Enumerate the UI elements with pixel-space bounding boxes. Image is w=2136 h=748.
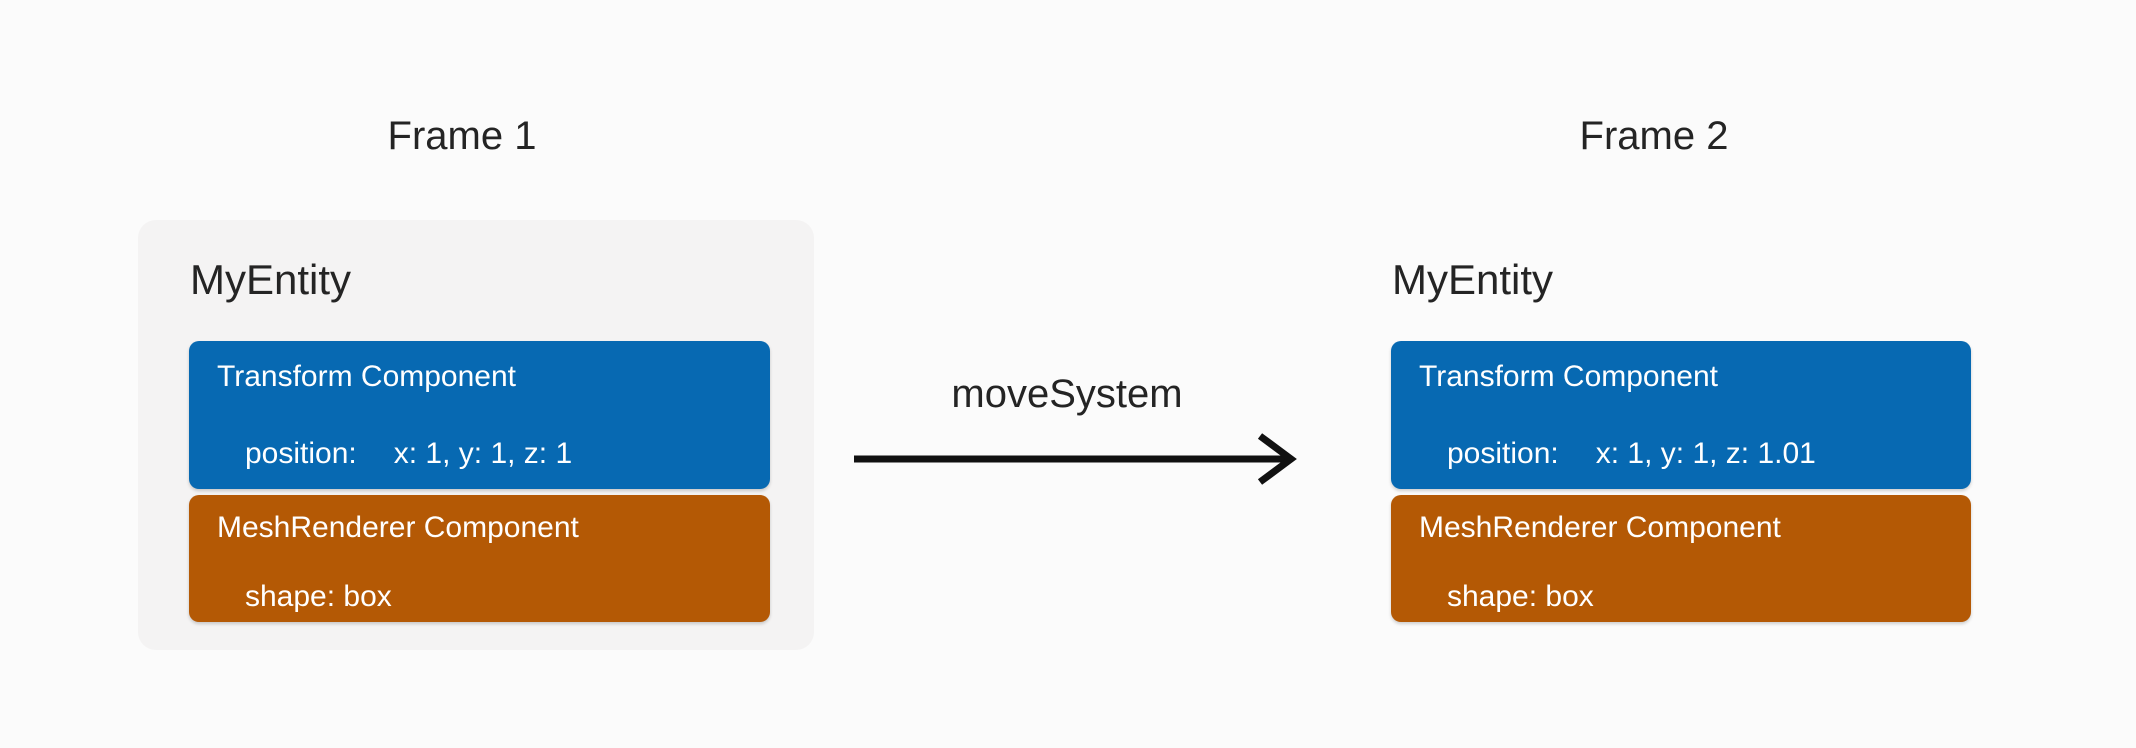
frame-2-meshrenderer-component-box: MeshRenderer Component shape: box	[1391, 495, 1971, 622]
component-title: MeshRenderer Component	[1419, 511, 1781, 544]
component-property: shape: box	[245, 578, 750, 616]
property-label: shape: box	[1447, 580, 1594, 613]
component-title: Transform Component	[1419, 360, 1719, 393]
property-label: position:	[1447, 437, 1559, 470]
component-property: position: x: 1, y: 1, z: 1.01	[1447, 435, 1951, 473]
component-property: shape: box	[1447, 578, 1951, 616]
frame-1-title: Frame 1	[387, 114, 537, 158]
component-title: MeshRenderer Component	[217, 511, 579, 544]
property-label: shape: box	[245, 580, 392, 613]
frame-2-transform-component-box: Transform Component position: x: 1, y: 1,…	[1391, 341, 1971, 489]
frame-2-title: Frame 2	[1579, 114, 1729, 158]
right-arrow-icon	[854, 433, 1297, 485]
frame-1-meshrenderer-component-box: MeshRenderer Component shape: box	[189, 495, 770, 622]
property-label: position:	[245, 437, 357, 470]
movesystem-label: moveSystem	[951, 372, 1183, 416]
component-property: position: x: 1, y: 1, z: 1	[245, 435, 750, 473]
frame-1-entity-name: MyEntity	[190, 256, 352, 303]
frame-2-entity-name: MyEntity	[1392, 256, 1554, 303]
frame-1-transform-component-box: Transform Component position: x: 1, y: 1,…	[189, 341, 770, 489]
property-value: x: 1, y: 1, z: 1	[393, 437, 573, 470]
component-title: Transform Component	[217, 360, 517, 393]
property-value: x: 1, y: 1, z: 1.01	[1595, 437, 1816, 470]
